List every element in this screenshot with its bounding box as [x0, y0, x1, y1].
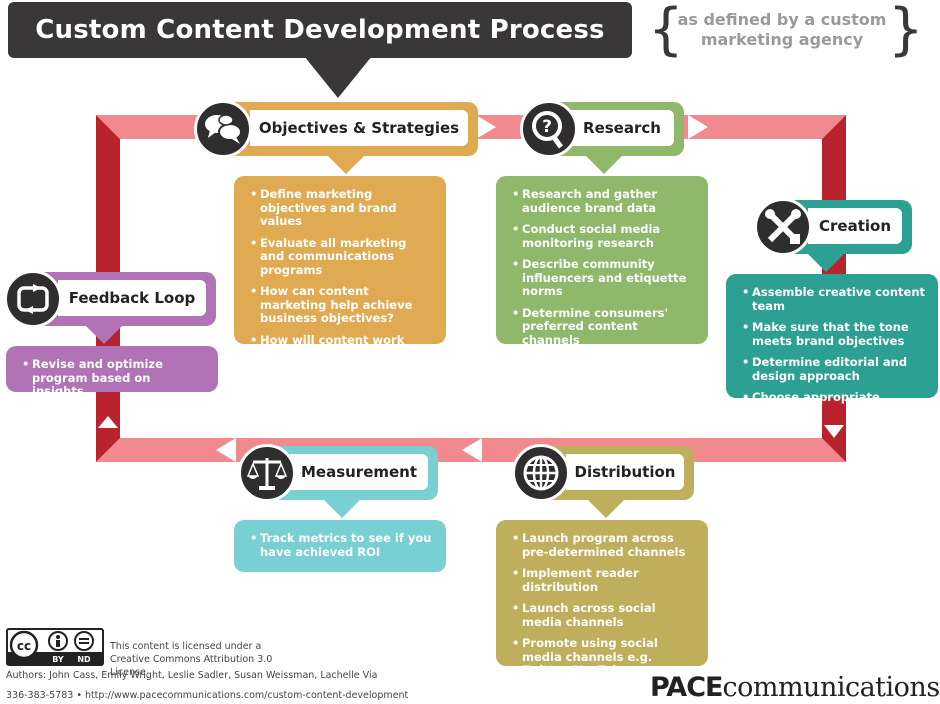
list-item: Revise and optimize program based on ins… — [22, 357, 206, 399]
stage-label: Distribution — [566, 454, 684, 490]
stage-label: Research — [570, 110, 674, 146]
list-item: Make sure that the tone meets brand obje… — [742, 320, 926, 348]
stage-pointer — [324, 500, 360, 518]
list-item: Determine editorial and design approach — [742, 355, 926, 383]
flow-arrow-left-1 — [462, 438, 482, 462]
flow-arrow-right-2 — [688, 115, 708, 139]
tools-icon — [754, 198, 812, 256]
stage-pointer — [86, 326, 122, 344]
scales-icon — [238, 444, 296, 502]
list-item: Describe community influencers and etiqu… — [512, 257, 696, 299]
distribution-panel: Launch program across pre-determined cha… — [496, 520, 708, 690]
list-item: Determine consumers' preferred content c… — [512, 306, 696, 348]
feedback-panel: Revise and optimize program based on ins… — [6, 346, 218, 398]
stage-pointer — [808, 254, 844, 272]
authors-text: Authors: John Cass, Emily Wright, Leslie… — [6, 670, 378, 681]
measurement-panel: Track metrics to see if you have achieve… — [234, 520, 446, 572]
brand-rest: communications — [722, 672, 940, 703]
list-item: Choose appropriate channels — [742, 390, 926, 418]
list-item: Assemble creative content team — [742, 285, 926, 313]
brand-logo: PACEcommunications — [650, 672, 940, 703]
right-brace: } — [888, 0, 924, 62]
stage-label: Creation — [808, 208, 902, 244]
speech-bubbles-icon — [194, 100, 252, 158]
stage-label: Measurement — [290, 454, 428, 490]
stage-pointer — [586, 156, 622, 174]
list-item: Define marketing objectives and brand va… — [250, 187, 434, 229]
subtitle: as defined by a custom marketing agency — [677, 10, 887, 49]
stage-pointer — [328, 156, 364, 174]
list-item: Launch program across pre-determined cha… — [512, 531, 696, 559]
license-text: This content is licensed under a Creativ… — [110, 641, 273, 678]
list-item: How will content work with existing mark… — [250, 333, 434, 388]
list-item: Evaluate all marketing and communication… — [250, 236, 434, 278]
list-item: Promote using social media channels e.g.… — [512, 636, 696, 691]
contact-link[interactable]: 336-383-5783 • http://www.pacecommunicat… — [6, 690, 409, 701]
research-panel: Research and gather audience brand data … — [496, 176, 708, 368]
cc-nd-label: ND — [77, 655, 91, 664]
flow-arrow-down — [824, 425, 844, 438]
list-item: Track metrics to see if you have achieve… — [250, 531, 434, 559]
title-banner — [8, 2, 632, 58]
stage-label: Objectives & Strategies — [250, 110, 468, 146]
objectives-panel: Define marketing objectives and brand va… — [234, 176, 446, 387]
list-item: Research keywords — [512, 354, 696, 369]
page-title: Custom Content Development Process — [35, 15, 605, 45]
flow-arrow-left-2 — [216, 438, 236, 462]
title-pointer — [304, 56, 372, 98]
list-item: Launch across social media channels — [512, 601, 696, 629]
creation-panel: Assemble creative content team Make sure… — [726, 274, 938, 417]
list-item: Conduct social media monitoring research — [512, 222, 696, 250]
creative-commons-badge: cc BY ND — [6, 628, 104, 666]
list-item: Research and gather audience brand data — [512, 187, 696, 215]
flow-arrow-right-1 — [476, 115, 496, 139]
svg-text:?: ? — [542, 117, 552, 137]
list-item: How can content marketing help achieve b… — [250, 284, 434, 326]
question-magnifier-icon: ? — [520, 100, 578, 158]
flow-arrow-up — [98, 416, 118, 428]
stage-pointer — [588, 500, 624, 518]
cc-by-label: BY — [52, 655, 64, 664]
left-brace: { — [648, 0, 684, 62]
stage-measurement: Measurement — [262, 446, 438, 518]
cc-logo-text: cc — [17, 639, 31, 653]
stage-label: Feedback Loop — [58, 280, 206, 316]
brand-bold: PACE — [650, 672, 723, 703]
stage-objectives: Objectives & Strategies — [222, 102, 478, 174]
loop-arrows-icon — [4, 270, 62, 328]
list-item: Implement reader distribution — [512, 566, 696, 594]
globe-icon — [512, 444, 570, 502]
